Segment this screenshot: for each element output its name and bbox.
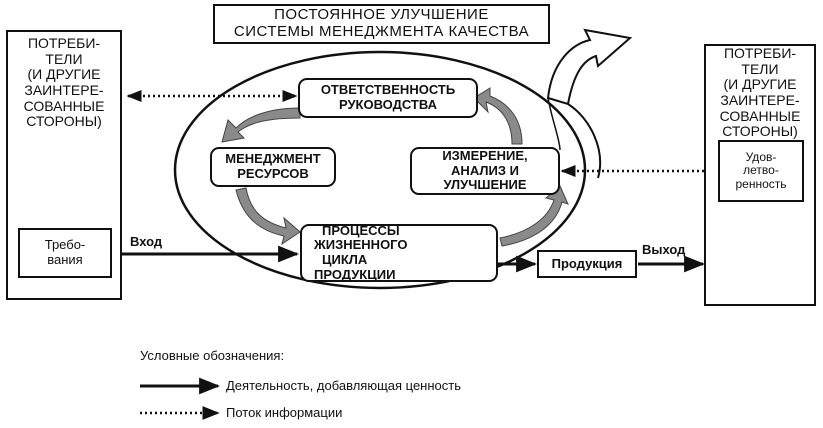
cycle-arrow-responsibility-icon: [473, 87, 523, 145]
legend-title: Условные обозначения:: [140, 348, 285, 363]
right-stakeholders-label: ПОТРЕБИ- ТЕЛИ (И ДРУГИЕ ЗАИНТЕРЕ- СОВАНН…: [719, 45, 801, 140]
resource-management-box: МЕНЕДЖМЕНТ РЕСУРСОВ: [210, 147, 336, 187]
output-label: Выход: [642, 242, 686, 257]
requirements-box: Требо- вания: [18, 228, 112, 278]
input-label: Вход: [130, 234, 163, 249]
cycle-arrow-resources-icon: [221, 107, 301, 143]
measurement-analysis-box: ИЗМЕРЕНИЕ, АНАЛИЗ И УЛУЧШЕНИЕ: [410, 147, 560, 195]
title-line-2: СИСТЕМЫ МЕНЕДЖМЕНТА КАЧЕСТВА: [233, 23, 530, 40]
product-lifecycle-box: ПРОЦЕССЫ ЖИЗНЕННОГО ЦИКЛА ПРОДУКЦИИ: [300, 223, 498, 282]
legend-info-flow-label: Поток информации: [226, 405, 343, 420]
left-stakeholders-label: ПОТРЕБИ- ТЕЛИ (И ДРУГИЕ ЗАИНТЕРЕ- СОВАНН…: [23, 35, 105, 130]
management-responsibility-box: ОТВЕТСТВЕННОСТЬ РУКОВОДСТВА: [298, 78, 478, 118]
cycle-arrow-measurement-icon: [499, 185, 569, 247]
title-banner: ПОСТОЯННОЕ УЛУЧШЕНИЕ СИСТЕМЫ МЕНЕДЖМЕНТА…: [213, 4, 550, 44]
satisfaction-box: Удов- летво- ренность: [718, 140, 804, 202]
title-line-1: ПОСТОЯННОЕ УЛУЧШЕНИЕ: [274, 6, 489, 24]
continuous-improvement-arrow-icon: [546, 28, 633, 106]
product-box: Продукция: [537, 250, 637, 278]
cycle-arrow-lifecycle-icon: [235, 187, 301, 246]
legend-value-activity-label: Деятельность, добавляющая ценность: [226, 378, 461, 393]
